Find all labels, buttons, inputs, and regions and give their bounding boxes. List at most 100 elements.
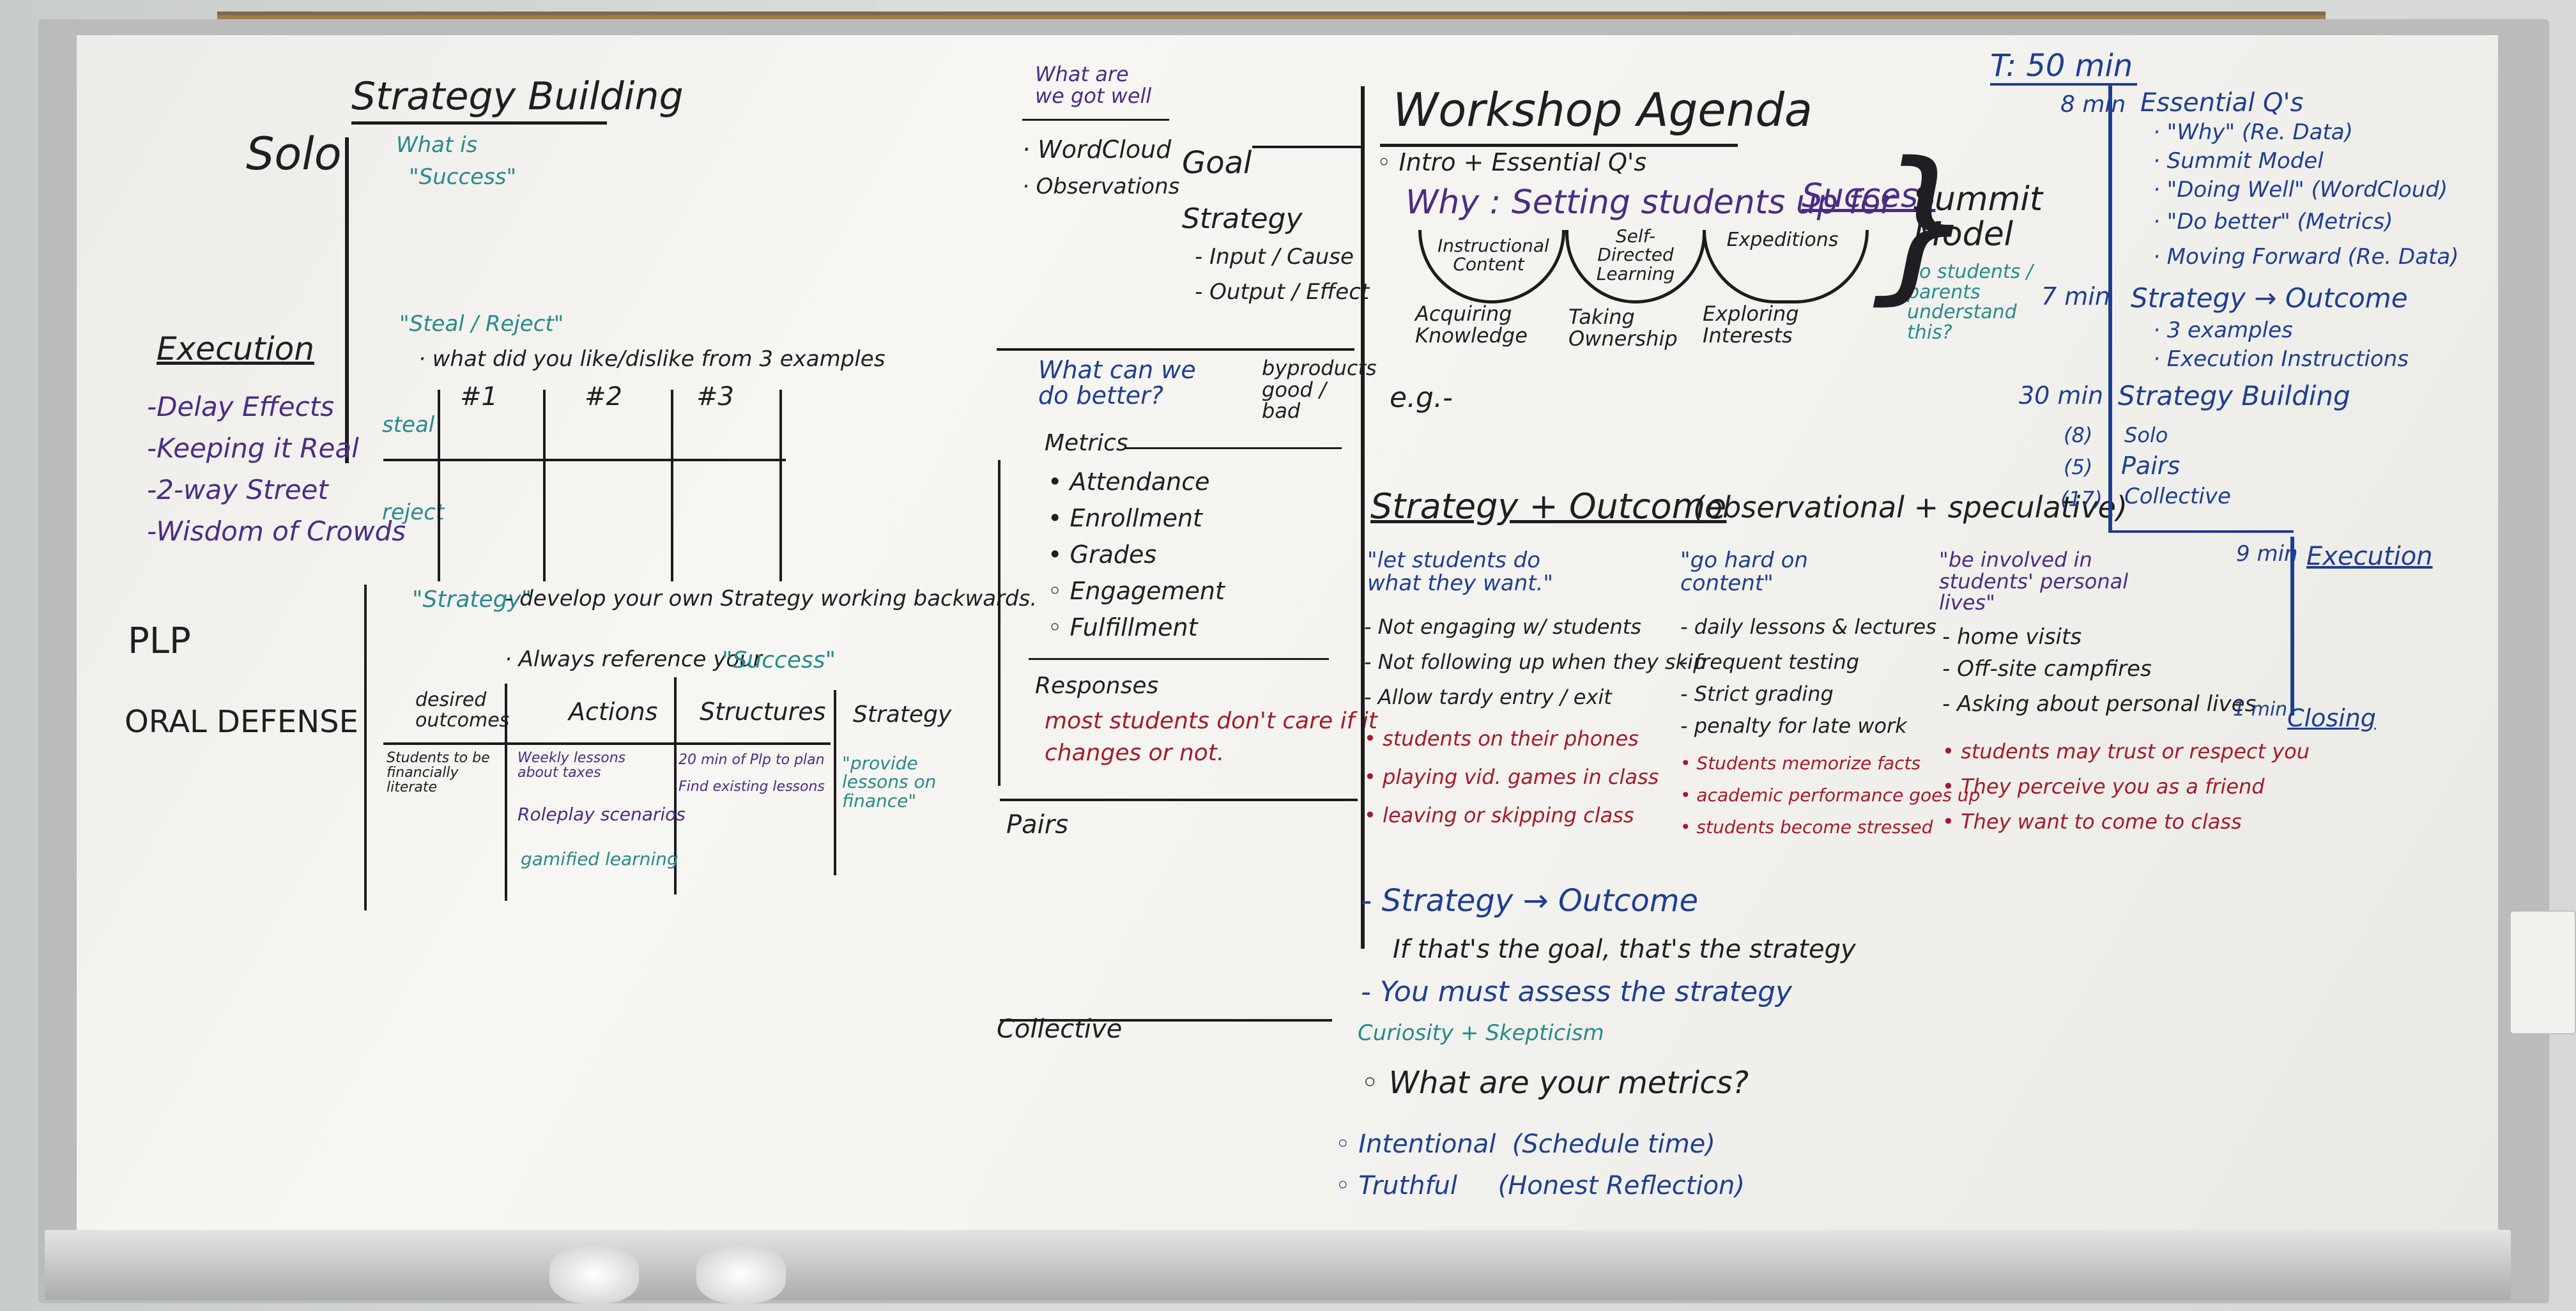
timeline-vline-2 bbox=[2290, 537, 2294, 716]
metrics-line bbox=[1124, 447, 1342, 449]
total-underline bbox=[1990, 83, 2137, 86]
metrics-left-line bbox=[998, 460, 1000, 786]
col1-red-item: • leaving or skipping class bbox=[1364, 803, 1634, 827]
metric-item: • Attendance bbox=[1048, 468, 1210, 496]
metric-item: • Enrollment bbox=[1048, 504, 1202, 532]
arc-1-top: Instructional Content bbox=[1438, 235, 1549, 275]
solo-label: Solo bbox=[246, 128, 342, 180]
reject-row-label: reject bbox=[382, 500, 445, 525]
arc-2-top: Self-Directed Learning bbox=[1596, 226, 1675, 284]
col3-red-item: • They perceive you as a friend bbox=[1942, 774, 2265, 799]
block-sub: · "Why" (Re. Data) bbox=[2153, 119, 2353, 145]
steal-row-label: steal bbox=[382, 412, 435, 438]
curiosity-skepticism: Curiosity + Skepticism bbox=[1358, 1020, 1604, 1046]
col-3-label: #3 bbox=[696, 382, 734, 411]
what-are-we-got-well: What are we got well bbox=[1035, 62, 1152, 108]
block-time: 1 min bbox=[2233, 698, 2288, 721]
truthful-line: ◦ Truthful (Honest Reflection) bbox=[1335, 1171, 1745, 1200]
arc-3-top: Expeditions bbox=[1726, 229, 1839, 251]
plp-label: PLP bbox=[128, 620, 191, 662]
collective-divider bbox=[1000, 1019, 1332, 1022]
col-1-label: #1 bbox=[460, 382, 498, 411]
col2-red-item: • students become stressed bbox=[1680, 816, 1933, 838]
col3-red-item: • students may trust or respect you bbox=[1942, 739, 2310, 763]
cell-structure-1: 20 min of Plp to plan bbox=[678, 752, 825, 768]
strategy-outcome-title: Strategy + Outcome bbox=[1370, 486, 1727, 526]
steal-reject-label: "Steal / Reject" bbox=[399, 311, 564, 337]
arc-2-bottom: Taking Ownership bbox=[1568, 305, 1678, 351]
block-title: Essential Q's bbox=[2140, 88, 2304, 118]
output-effect: - Output / Effect bbox=[1195, 279, 1370, 305]
header-structures: Structures bbox=[700, 698, 826, 726]
block-sub: · Moving Forward (Re. Data) bbox=[2153, 244, 2459, 270]
block-subtime: (5) bbox=[2064, 455, 2093, 479]
input-cause: - Input / Cause bbox=[1195, 244, 1354, 270]
block-time: 8 min bbox=[2060, 91, 2126, 118]
col2-item: - penalty for late work bbox=[1680, 714, 1907, 738]
timeline-vline bbox=[2108, 83, 2112, 530]
success-reference: "Success" bbox=[722, 647, 836, 673]
col3-red-item: • They want to come to class bbox=[1942, 809, 2242, 834]
goal-line bbox=[1252, 146, 1361, 148]
col3-item: - home visits bbox=[1942, 624, 2082, 650]
if-thats-the-goal: If that's the goal, that's the strategy bbox=[1393, 935, 1856, 964]
plan-left-line bbox=[364, 585, 367, 910]
agenda-intro: ◦ Intro + Essential Q's bbox=[1377, 148, 1647, 176]
metrics-heading: Metrics bbox=[1045, 430, 1128, 456]
strategy-label: Strategy bbox=[1182, 203, 1303, 235]
workshop-agenda-title: Workshop Agenda bbox=[1393, 83, 1813, 137]
block-time: 30 min bbox=[2019, 381, 2104, 410]
col-2-label: #2 bbox=[585, 382, 622, 411]
header-desired-outcomes: desired outcomes bbox=[415, 689, 510, 732]
col3-item: - Asking about personal lives bbox=[1942, 691, 2257, 717]
metric-item: ◦ Engagement bbox=[1048, 577, 1225, 605]
observations-label: · Observations bbox=[1022, 174, 1180, 199]
execution-heading: Execution bbox=[157, 330, 314, 367]
block-sub: Solo bbox=[2124, 423, 2168, 447]
col2-item: - daily lessons & lectures bbox=[1680, 615, 1936, 639]
plan-header-divider bbox=[383, 742, 831, 745]
marker-tray bbox=[45, 1230, 2511, 1300]
block-time: 9 min bbox=[2236, 541, 2298, 567]
block-sub: Collective bbox=[2124, 484, 2231, 509]
title-underline bbox=[351, 121, 607, 125]
strategy-line-2: · Always reference your bbox=[505, 647, 762, 672]
responses-text-2: changes or not. bbox=[1045, 740, 1225, 766]
strategy-outcome-bottom: - Strategy → Outcome bbox=[1361, 883, 1699, 919]
middle-top-underline bbox=[1022, 119, 1169, 121]
pairs-divider bbox=[1000, 799, 1358, 801]
success-word: Success bbox=[1802, 177, 1936, 215]
grid-vline bbox=[438, 390, 440, 581]
grid-vline bbox=[779, 390, 782, 581]
left-vertical-line bbox=[345, 137, 349, 463]
col2-head: "go hard on content" bbox=[1680, 548, 1808, 596]
timeline-execution-line bbox=[2108, 530, 2294, 533]
col2-red-item: • Students memorize facts bbox=[1680, 753, 1921, 774]
goal-label: Goal bbox=[1182, 145, 1252, 181]
observational-speculative: (observational + speculative) bbox=[1693, 490, 2128, 525]
grid-vline bbox=[543, 390, 546, 581]
col3-item: - Off-site campfires bbox=[1942, 656, 2152, 682]
grid-vline bbox=[671, 390, 673, 581]
block-title: Strategy Building bbox=[2118, 380, 2350, 411]
block-sub: · "Doing Well" (WordCloud) bbox=[2153, 177, 2448, 203]
execution-item: -Keeping it Real bbox=[147, 433, 359, 464]
plan-vline bbox=[505, 684, 507, 901]
cell-action-2: Roleplay scenarios bbox=[518, 804, 686, 825]
col3-head: "be involved in students' personal lives… bbox=[1939, 548, 2129, 615]
strategy-building-title: Strategy Building bbox=[351, 74, 684, 119]
col1-item: - Not engaging w/ students bbox=[1364, 615, 1641, 639]
col1-red-item: • playing vid. games in class bbox=[1364, 765, 1659, 789]
what-can-we-do-better: What can we do better? bbox=[1038, 356, 1196, 410]
light-switch bbox=[2510, 910, 2576, 1034]
responses-divider bbox=[1029, 658, 1329, 660]
why-line: Why : Setting students up for bbox=[1406, 183, 1894, 222]
strategy-line-1: - develop your own Strategy working back… bbox=[505, 586, 1038, 611]
total-time: T: 50 min bbox=[1990, 48, 2133, 84]
summit-brace: } bbox=[1872, 127, 1978, 320]
col1-item: - Allow tardy entry / exit bbox=[1364, 685, 1612, 709]
byproducts-label: byproducts good / bad bbox=[1262, 356, 1377, 424]
what-are-your-metrics: ◦ What are your metrics? bbox=[1361, 1065, 1749, 1101]
plan-vline bbox=[834, 690, 836, 875]
agenda-divider-line bbox=[1361, 86, 1365, 949]
